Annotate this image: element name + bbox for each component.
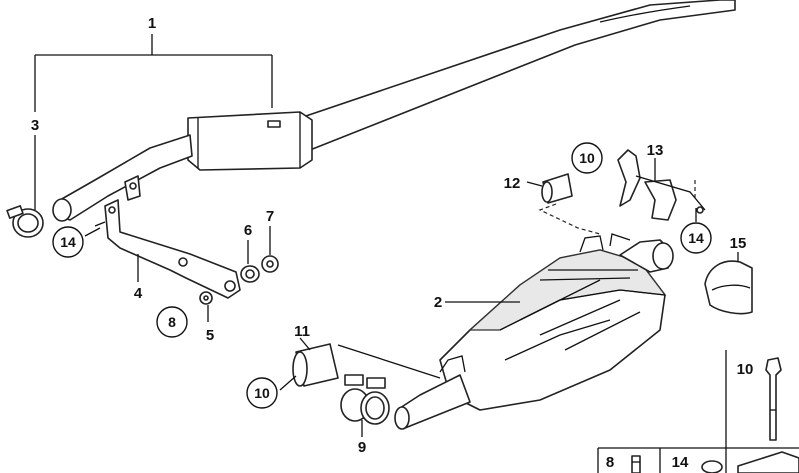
circled-callout-10-bottom: 10 <box>246 377 278 409</box>
leader-lines <box>34 34 739 437</box>
callout-5: 5 <box>206 327 214 344</box>
hanger-part-13 <box>617 149 706 221</box>
washer-part-5 <box>199 291 213 305</box>
rubber-mount-part-12 <box>541 173 573 204</box>
sleeve-part-11 <box>292 343 339 387</box>
heat-guard-part-15 <box>704 260 753 315</box>
nut-part-7 <box>261 255 279 273</box>
legend-label-14: 14 <box>672 454 689 471</box>
callout-4: 4 <box>134 285 143 302</box>
circled-callout-14-right: 14 <box>680 222 712 254</box>
bolt-part-10 <box>765 357 782 441</box>
callout-7: 7 <box>266 208 274 225</box>
svg-text:14: 14 <box>688 230 704 246</box>
callout-13: 13 <box>647 142 664 159</box>
rear-muffler-part-2 <box>394 233 674 430</box>
callout-3: 3 <box>31 117 39 134</box>
dash-12-to-muffler <box>538 203 601 235</box>
bracket-part-4 <box>94 199 241 299</box>
callout-2: 2 <box>434 294 442 311</box>
leader-11 <box>337 344 441 379</box>
rubber-mount-part-6 <box>240 265 260 283</box>
circled-callout-8: 8 <box>156 306 188 338</box>
legend-frames <box>597 350 799 473</box>
legend-label-10: 10 <box>737 361 754 378</box>
stud-part-8 <box>631 455 641 473</box>
callout-15: 15 <box>730 235 747 252</box>
svg-text:10: 10 <box>579 150 595 166</box>
legend-label-8: 8 <box>606 454 614 471</box>
washer-part-14 <box>701 460 723 473</box>
callout-12: 12 <box>504 175 521 192</box>
circled-callout-14-left: 14 <box>52 226 84 258</box>
callout-1: 1 <box>148 15 156 32</box>
callout-11: 11 <box>294 323 310 340</box>
svg-text:14: 14 <box>60 234 76 250</box>
grille-part-15-detail <box>737 451 799 473</box>
clamp-part-3 <box>6 205 44 238</box>
svg-text:8: 8 <box>168 314 176 330</box>
svg-text:10: 10 <box>254 385 270 401</box>
callout-6: 6 <box>244 222 252 239</box>
circled-callout-10-top: 10 <box>571 142 603 174</box>
front-pipe-assembly <box>52 0 736 222</box>
clamp-part-9 <box>340 374 390 425</box>
callout-9: 9 <box>358 439 366 456</box>
